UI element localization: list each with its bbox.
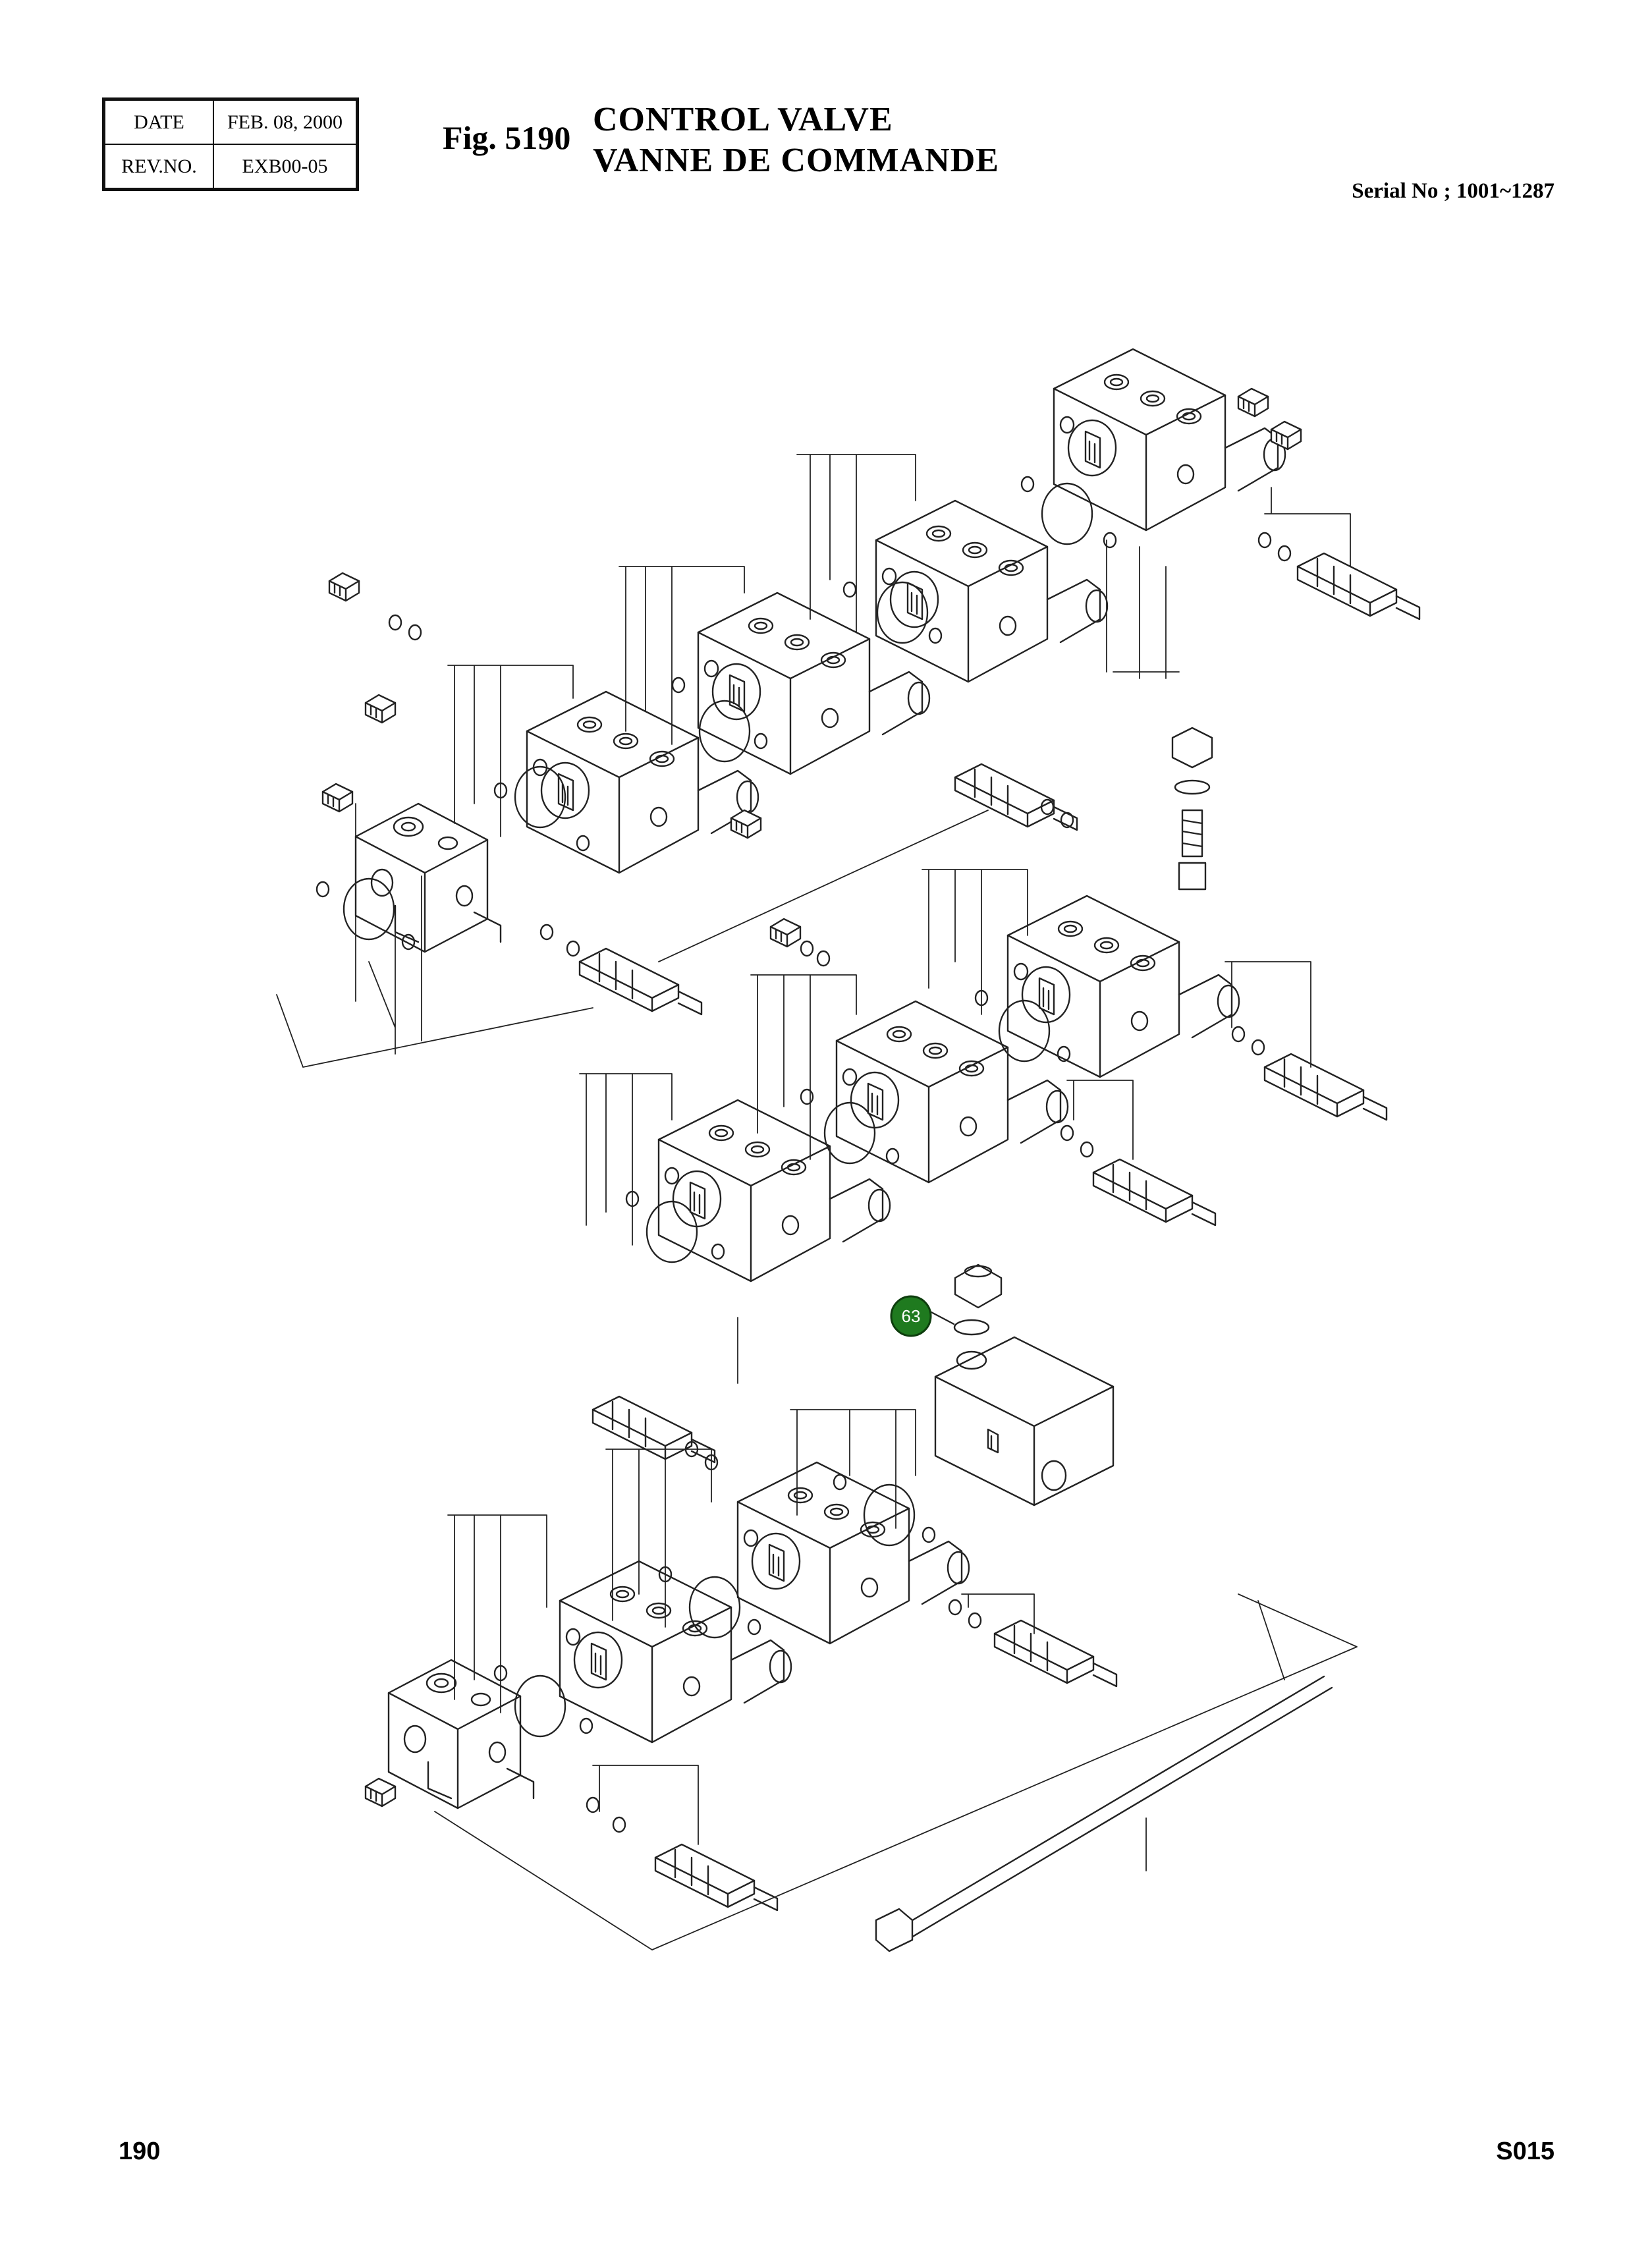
oring — [514, 1674, 566, 1738]
oring-small — [1020, 476, 1035, 493]
oring-small — [922, 1526, 936, 1543]
plug — [321, 783, 354, 813]
plug — [1237, 387, 1269, 418]
oring-small — [388, 614, 402, 631]
date-value: FEB. 08, 2000 — [213, 100, 356, 144]
spool-cartridge — [1263, 1053, 1388, 1121]
inlet-block-top — [354, 802, 502, 953]
oring-small — [579, 1717, 593, 1734]
oring-small — [671, 677, 686, 694]
rev-value: EXB00-05 — [213, 144, 356, 188]
callout-63-oring — [953, 1319, 990, 1336]
oring-small — [586, 1796, 600, 1813]
oring-small — [816, 950, 831, 967]
relief-washer — [1174, 779, 1211, 795]
figure-number: Fig. 5190 — [443, 119, 571, 156]
revision-table: DATE FEB. 08, 2000 REV.NO. EXB00-05 — [102, 97, 359, 191]
rev-label: REV.NO. — [105, 144, 213, 188]
callout-63-label: 63 — [902, 1306, 921, 1326]
oring-small — [1080, 1141, 1094, 1158]
plug — [364, 1777, 397, 1808]
relief-spring — [1181, 809, 1203, 858]
spool-cartridge — [954, 763, 1078, 831]
valve-section-mid-right — [1006, 895, 1240, 1078]
oring-small — [1231, 1026, 1246, 1043]
leader-lines — [276, 454, 1358, 1950]
tie-rod-nut — [875, 1908, 914, 1952]
figure-title-fr: VANNE DE COMMANDE — [593, 142, 999, 179]
serial-number: Serial No ; 1001~1287 — [1352, 179, 1555, 203]
oring-small — [968, 1612, 982, 1629]
plug — [769, 918, 802, 948]
oring-small — [1251, 1039, 1265, 1056]
plug — [730, 809, 762, 839]
valve-section-top-2 — [875, 499, 1109, 683]
oring-small — [612, 1816, 626, 1833]
plug-left — [328, 572, 360, 602]
date-label: DATE — [105, 100, 213, 144]
document-code: S015 — [1496, 2138, 1555, 2165]
spool-cartridge — [1092, 1158, 1217, 1227]
figure-title-en: CONTROL VALVE — [593, 101, 893, 138]
oring — [1041, 482, 1093, 545]
oring-small — [1257, 532, 1272, 549]
spool-cartridge — [1296, 552, 1421, 621]
relief-poppet — [1178, 862, 1207, 891]
spool-cartridge — [578, 947, 703, 1016]
relief-cap — [1171, 727, 1213, 769]
valve-section-bottom-2 — [736, 1461, 970, 1645]
oring-small — [747, 1618, 761, 1636]
oring-small — [800, 1088, 814, 1105]
oring-small — [566, 940, 580, 957]
callout-63-plug — [954, 1263, 1003, 1309]
plug — [364, 694, 397, 724]
valve-section-top-right — [1053, 348, 1286, 532]
oring-small — [1060, 1124, 1074, 1142]
spool-cartridge — [654, 1843, 779, 1912]
oring-small — [842, 581, 857, 598]
callout-63: 63 — [890, 1295, 932, 1337]
inlet-block-bottom — [387, 1659, 535, 1810]
oring-small — [1277, 545, 1292, 562]
oring-small — [800, 940, 814, 957]
tie-rod — [895, 1675, 1333, 1943]
page-number: 190 — [119, 2138, 161, 2165]
oring-small — [408, 624, 422, 641]
oring-small — [539, 924, 554, 941]
spool-cartridge — [993, 1619, 1118, 1688]
oring-small — [1103, 532, 1117, 549]
oring-small — [316, 881, 330, 898]
oring-small — [948, 1599, 962, 1616]
plug — [1270, 420, 1302, 451]
